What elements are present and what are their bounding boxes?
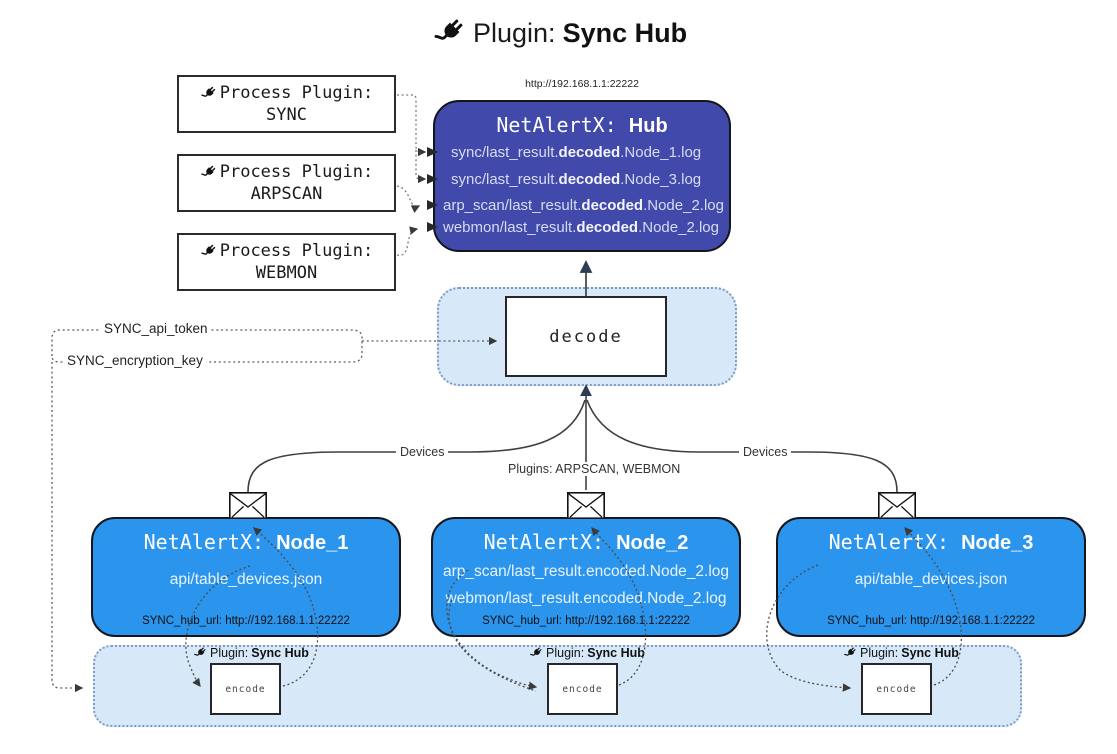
hub-title-prefix: NetAlertX: (496, 113, 629, 137)
node-hub-url: SYNC_hub_url: http://192.168.1.1:22222 (827, 615, 1035, 627)
node-box-node1: NetAlertX: Node_1 api/table_devices.json… (91, 517, 401, 637)
node-file: api/table_devices.json (169, 571, 323, 588)
node-file: arp_scan/last_result.encoded.Node_2.log (442, 563, 730, 580)
title-name: Sync Hub (562, 17, 688, 48)
plugin-name: ARPSCAN (250, 184, 323, 204)
plugin-name: SYNC (266, 105, 307, 125)
edge-label-plugins: Plugins: ARPSCAN, WEBMON (504, 462, 685, 476)
band-plugin-label: Plugin: Sync Hub (193, 646, 309, 660)
plugin-name: WEBMON (255, 263, 318, 283)
plug-icon (201, 84, 217, 101)
hub-log-line: sync/last_result.decoded.Node_1.log (451, 144, 702, 161)
envelope-icon (567, 492, 605, 519)
edge-label-devices-right: Devices (739, 445, 792, 459)
title-prefix: Plugin: (473, 17, 556, 48)
process-plugin-box-sync: Process Plugin: SYNC (177, 75, 396, 133)
envelope-icon (878, 492, 916, 519)
hub-log-line: arp_scan/last_result.decoded.Node_2.log (443, 197, 724, 214)
hub-log-line: sync/last_result.decoded.Node_3.log (451, 171, 702, 188)
hub-box: NetAlertX: Hub sync/last_result.decoded.… (433, 100, 731, 252)
node-box-node2: NetAlertX: Node_2 arp_scan/last_result.e… (431, 517, 741, 637)
encode-box: encode (547, 663, 618, 715)
plug-icon (844, 646, 857, 659)
node-hub-url: SYNC_hub_url: http://192.168.1.1:22222 (482, 615, 690, 627)
diagram-title: Plugin: Sync Hub (432, 16, 687, 50)
plug-icon (194, 646, 207, 659)
node-title: NetAlertX: Node_2 (483, 530, 689, 554)
hub-log-line: webmon/last_result.decoded.Node_2.log (443, 219, 719, 236)
node-box-node3: NetAlertX: Node_3 api/table_devices.json… (776, 517, 1086, 637)
node-file: api/table_devices.json (854, 571, 1008, 588)
band-plugin-label: Plugin: Sync Hub (529, 646, 645, 660)
band-plugin-label: Plugin: Sync Hub (843, 646, 959, 660)
envelope-icon (229, 492, 267, 519)
hub-title-name: Hub (628, 115, 668, 137)
plug-icon (201, 163, 217, 180)
sync-api-token-label: SYNC_api_token (101, 321, 211, 336)
plug-icon (530, 646, 543, 659)
plug-icon (434, 16, 466, 48)
edge-label-devices-left: Devices (396, 445, 449, 459)
node-title: NetAlertX: Node_1 (143, 530, 349, 554)
encode-box: encode (861, 663, 932, 715)
process-plugin-box-arpscan: Process Plugin: ARPSCAN (177, 154, 396, 212)
decode-box: decode (505, 296, 667, 377)
sync-encryption-key-label: SYNC_encryption_key (64, 353, 206, 368)
node-hub-url: SYNC_hub_url: http://192.168.1.1:22222 (142, 615, 350, 627)
encode-box: encode (210, 663, 281, 715)
node-file: webmon/last_result.encoded.Node_2.log (445, 590, 727, 607)
plug-icon (201, 242, 217, 259)
hub-url-label: http://192.168.1.1:22222 (525, 78, 639, 90)
hub-title: NetAlertX: Hub (435, 113, 729, 138)
node-title: NetAlertX: Node_3 (828, 530, 1034, 554)
process-plugin-box-webmon: Process Plugin: WEBMON (177, 233, 396, 291)
